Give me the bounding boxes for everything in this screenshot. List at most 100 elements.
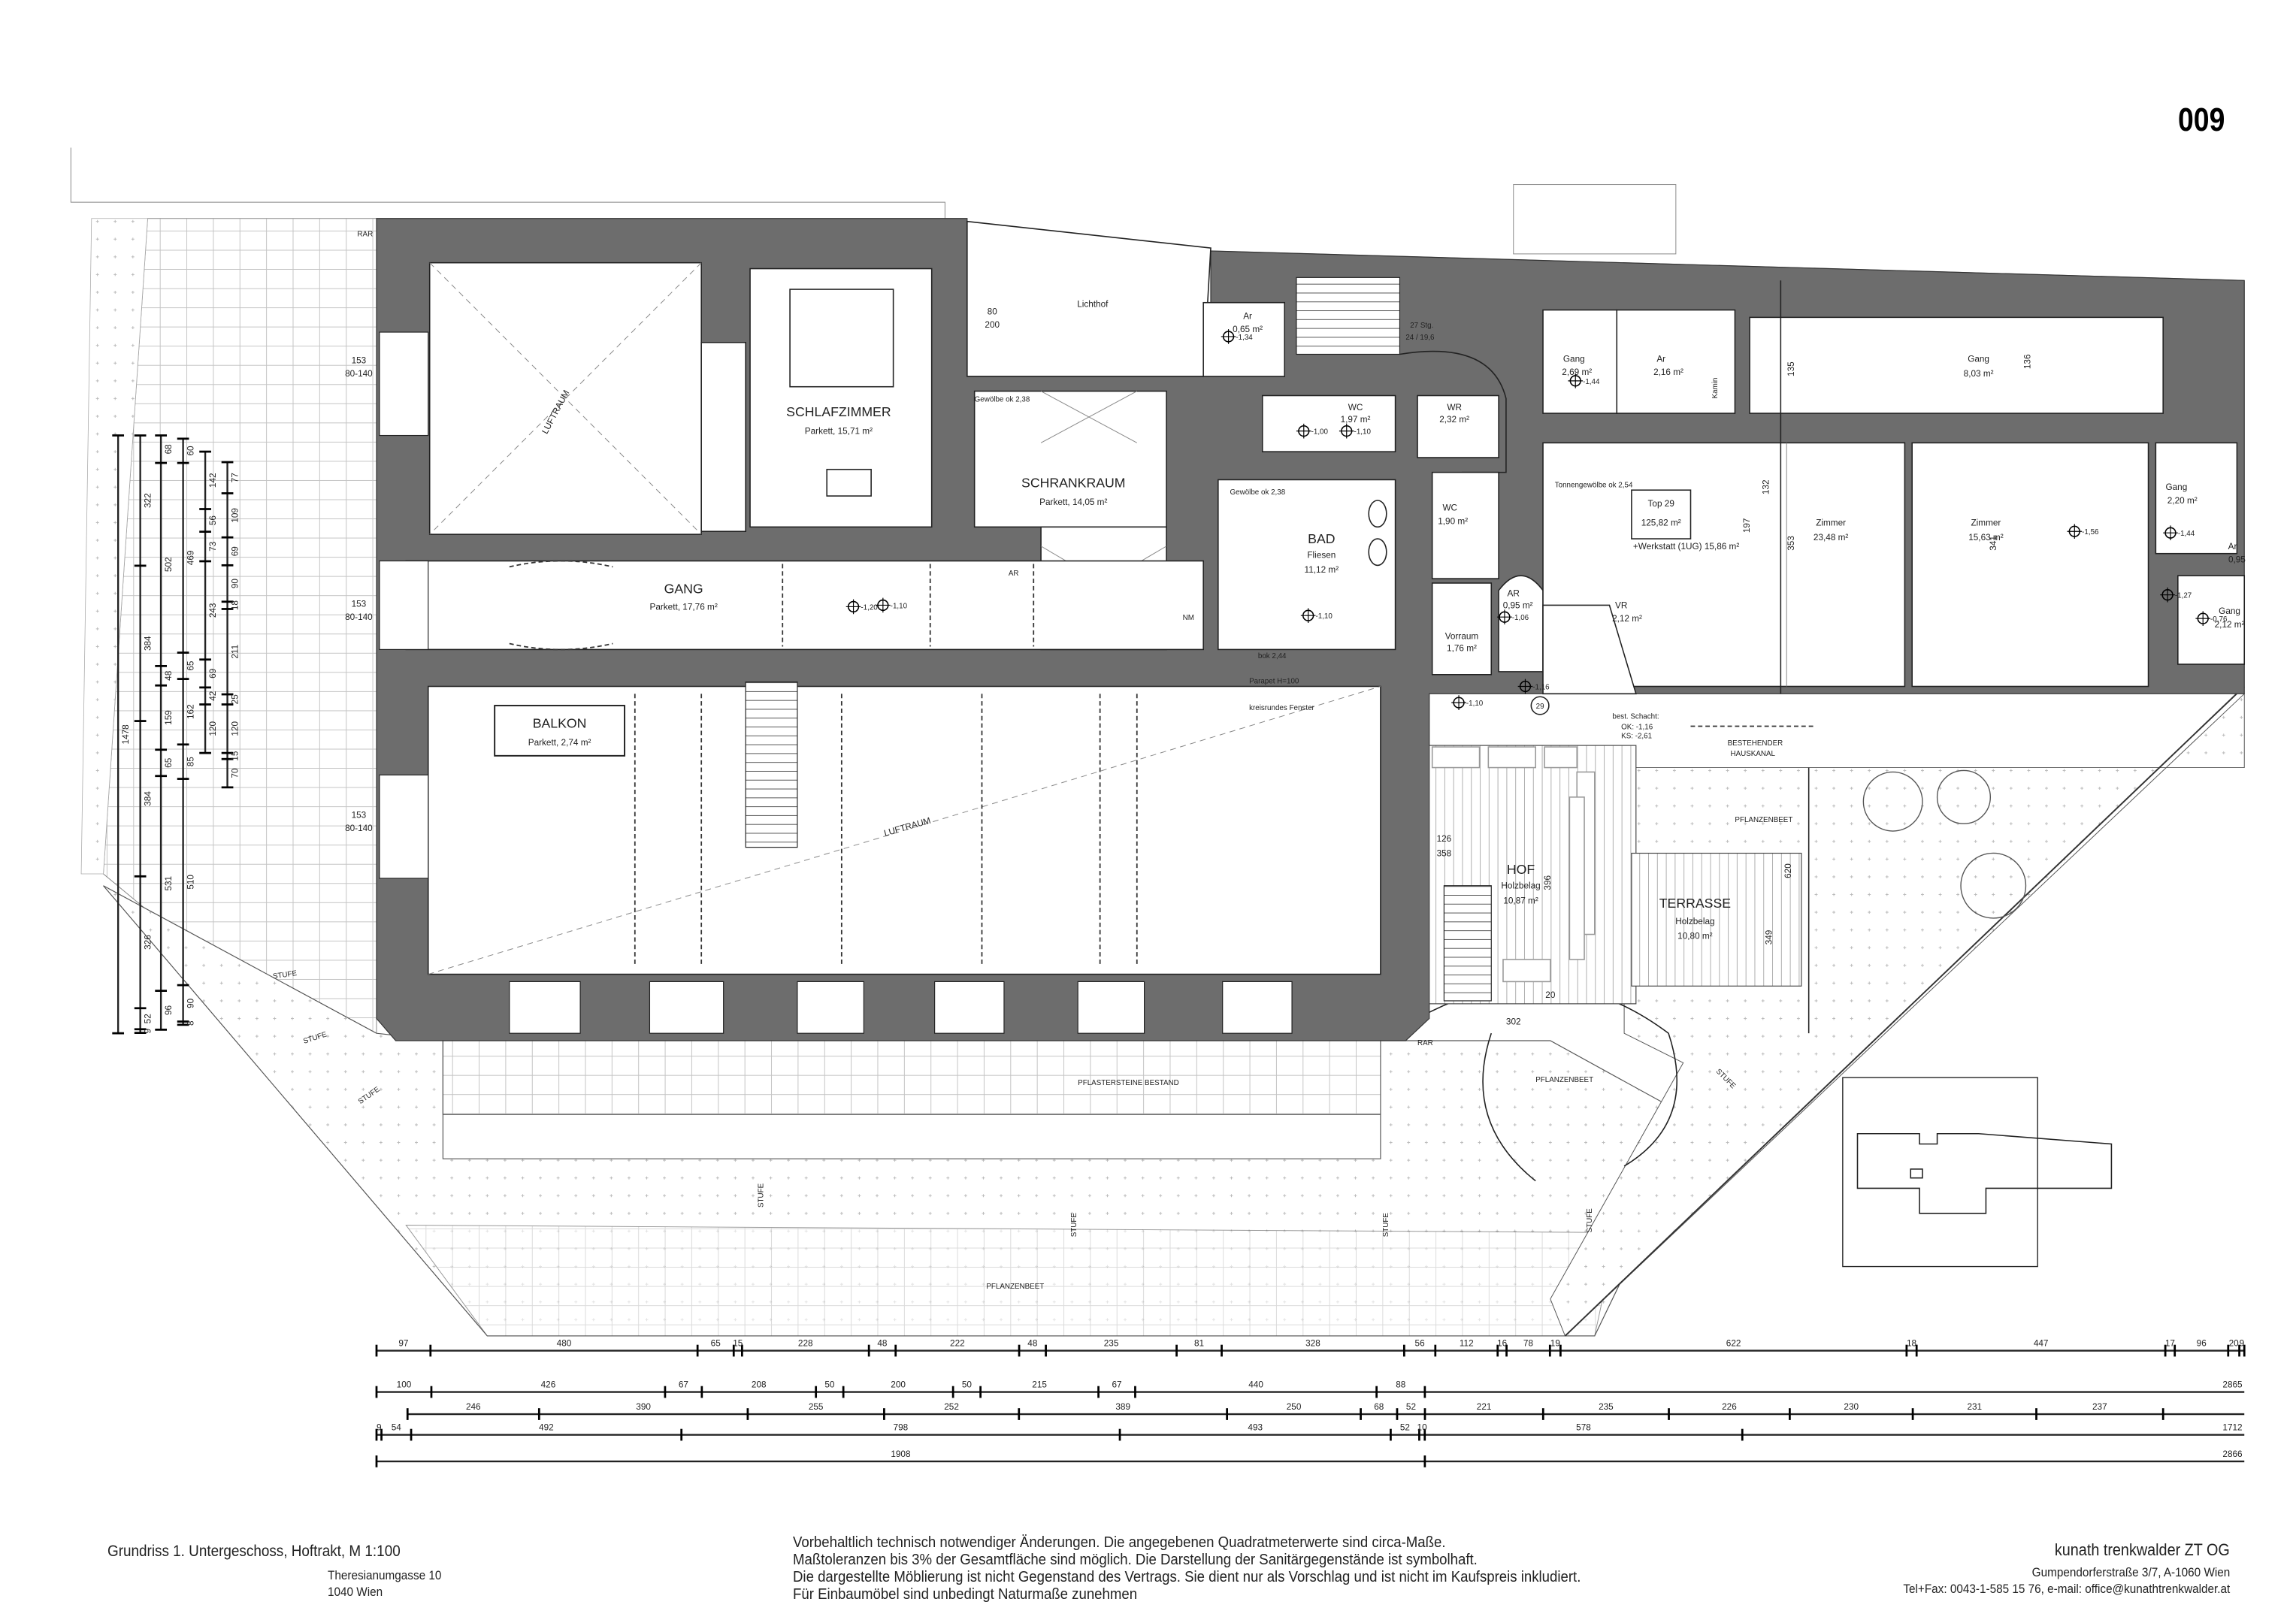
room-area: 23,48 m²	[1814, 533, 1849, 543]
dimension-label: 78	[1523, 1339, 1534, 1349]
svg-text:197: 197	[1742, 518, 1752, 533]
dimension-label: 531	[164, 876, 174, 891]
room-gang-c: Gang 2,20 m²	[2155, 442, 2238, 555]
dimension-label: 120	[230, 721, 240, 736]
dimension-label: 390	[636, 1402, 651, 1412]
svg-text:Parapet H=100: Parapet H=100	[1249, 678, 1299, 686]
elevation-crosshair	[1300, 608, 1316, 624]
svg-text:80: 80	[988, 307, 998, 316]
room-gang-b: Gang 8,03 m²	[1749, 316, 2164, 414]
dimension-label: 798	[894, 1423, 909, 1433]
elevation-label: -1,10	[1354, 428, 1372, 437]
dimension-label: 510	[186, 875, 195, 890]
svg-text:STUFE: STUFE	[758, 1183, 766, 1207]
room-area: 15,63 m²	[1968, 533, 2004, 543]
elevation-crosshair	[876, 597, 891, 613]
svg-text:BESTEHENDER: BESTEHENDER	[1728, 739, 1783, 748]
dimension-label: 142	[208, 473, 218, 488]
disclaimer-line: Die dargestellte Möblierung ist nicht Ge…	[793, 1569, 1581, 1585]
elevation-label: -1,27	[2175, 592, 2192, 600]
firm-name: kunath trenkwalder ZT OG	[2055, 1540, 2230, 1559]
dimension-label: 231	[1967, 1402, 1982, 1412]
dimension-label: 65	[186, 660, 195, 671]
svg-text:Gewölbe ok 2,38: Gewölbe ok 2,38	[975, 395, 1030, 403]
room-area: 10,87 m²	[1503, 896, 1538, 905]
elevation-label: -1,56	[2082, 528, 2099, 536]
dimension-label: 69	[230, 546, 240, 556]
dimension-label: 65	[164, 757, 174, 768]
svg-text:20: 20	[1545, 990, 1556, 1000]
dimension-label: 8	[186, 1020, 195, 1026]
dimension-label: 69	[208, 669, 218, 679]
dimension-label: 112	[1460, 1339, 1474, 1349]
room-area: 2,32 m²	[1439, 415, 1469, 425]
room-name: BAD	[1308, 531, 1335, 546]
room-gang-d: Gang 2,12 m²	[2177, 575, 2246, 665]
dimension-label: 18	[1907, 1339, 1917, 1349]
dimension-label: 200	[891, 1380, 906, 1390]
room-ar2: AR 0,95 m²	[1498, 575, 1544, 672]
dimension-label: 52	[1400, 1423, 1410, 1433]
room-wc1: WC 1,97 m²	[1261, 394, 1396, 452]
svg-text:STUFE: STUFE	[1586, 1208, 1594, 1233]
room-wc2: WC 1,90 m²	[1431, 471, 1499, 579]
room-name: Gang	[1968, 354, 1989, 364]
room-name: WC	[1348, 403, 1363, 413]
room-schlafzimmer: SCHLAFZIMMER Parkett, 15,71 m²	[749, 267, 933, 528]
svg-text:153: 153	[352, 355, 367, 365]
dimension-label: 19	[1550, 1339, 1560, 1349]
svg-text:PFLANZENBEET: PFLANZENBEET	[1735, 816, 1792, 824]
dimension-label: 52	[1406, 1402, 1416, 1412]
room-name: Gang	[2165, 482, 2187, 492]
dimension-label: 81	[1194, 1339, 1204, 1349]
dimension-label: 109	[230, 508, 240, 523]
closet	[700, 341, 746, 533]
room-detail: Fliesen	[1307, 551, 1336, 561]
dimension-label: 97	[398, 1339, 408, 1349]
unit-number-marker: 29	[1530, 696, 1550, 715]
dimension-label: 469	[186, 551, 195, 566]
dimension-label: 56	[1415, 1339, 1426, 1349]
stair-lower	[745, 682, 798, 848]
room-wr: WR 2,32 m²	[1417, 394, 1499, 458]
elevation-crosshair	[1497, 609, 1512, 624]
room-name: HOF	[1507, 862, 1535, 877]
room-name: Gang	[2219, 606, 2240, 616]
svg-text:80-140: 80-140	[345, 612, 373, 622]
planter-curve-2	[1482, 1032, 1536, 1182]
room-area: 2,12 m²	[1612, 614, 1642, 624]
room-area: 1,97 m²	[1341, 415, 1371, 425]
dimension-label: 73	[208, 541, 218, 552]
dimension-label: 235	[1599, 1402, 1614, 1412]
svg-text:NM: NM	[1183, 614, 1194, 622]
elevation-label: -1,20	[861, 603, 878, 612]
elevation-label: -1,10	[891, 602, 908, 610]
svg-text:kreisrundes Fenster: kreisrundes Fenster	[1249, 704, 1314, 712]
dimension-label: 42	[208, 691, 218, 701]
elevation-crosshair	[1221, 329, 1236, 344]
dimension-label: 50	[962, 1380, 973, 1390]
plan-notes: bok 2,44 Parapet H=100 kreisrundes Fenst…	[357, 230, 1719, 1047]
dimension-label: 67	[679, 1380, 688, 1390]
step-edge-diagonal	[1564, 685, 2245, 1337]
paving-existing	[442, 1040, 1381, 1115]
dimension-label: 15	[733, 1339, 743, 1349]
dimension-label: 162	[186, 704, 195, 719]
dimension-label: 67	[1112, 1380, 1121, 1390]
elevation-markers: -1,34-1,00-1,10-1,20-1,10-1,10-1,44-1,06…	[845, 329, 2228, 710]
dimension-label: 250	[1287, 1402, 1302, 1412]
svg-text:STUFE: STUFE	[1382, 1213, 1390, 1238]
dimension-label: 235	[1104, 1339, 1119, 1349]
svg-text:126: 126	[1437, 834, 1452, 844]
svg-text:80-140: 80-140	[345, 824, 373, 833]
elevation-crosshair	[2067, 524, 2083, 539]
dimension-label: 502	[164, 557, 174, 572]
room-name: SCHLAFZIMMER	[786, 404, 891, 419]
hof-stair	[1443, 885, 1492, 1002]
windows-bottom	[379, 331, 1293, 1034]
room-detail: Holzbelag	[1675, 917, 1714, 926]
room-detail: Parkett, 2,74 m²	[528, 738, 591, 748]
svg-text:best. Schacht:: best. Schacht:	[1612, 713, 1659, 721]
